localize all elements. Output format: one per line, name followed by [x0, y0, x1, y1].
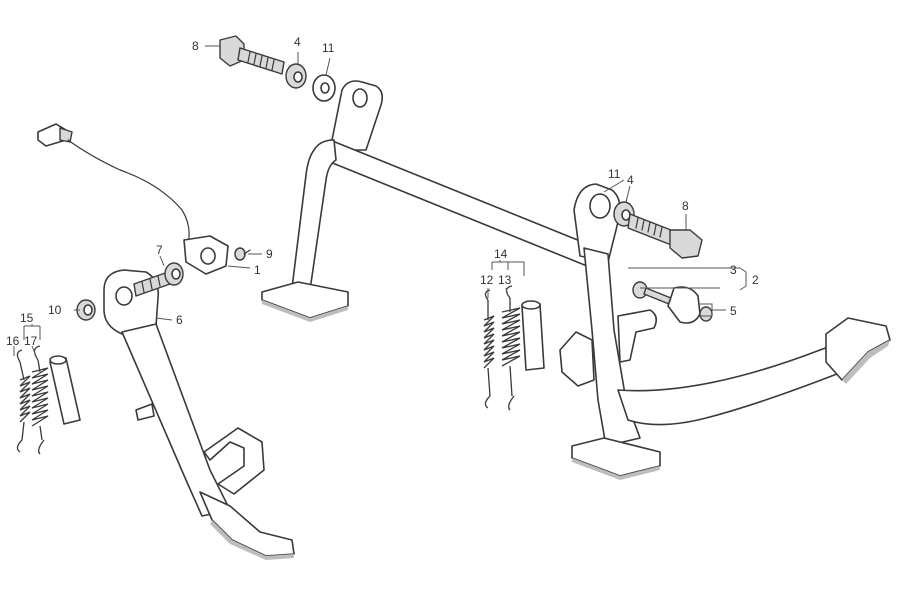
label-6: 6 [176, 313, 183, 327]
label-2: 2 [752, 273, 759, 287]
label-10: 10 [48, 303, 62, 317]
stand-pivot-bolt [632, 281, 713, 324]
label-16: 16 [6, 334, 20, 348]
label-4b: 4 [627, 173, 634, 187]
label-14: 14 [494, 247, 508, 261]
side-stand-springs [16, 345, 81, 455]
label-9: 9 [266, 247, 273, 261]
label-11b: 11 [608, 167, 621, 181]
leader-lines [13, 45, 747, 357]
label-15: 15 [20, 311, 34, 325]
center-stand-springs [483, 285, 545, 411]
upper-right-bolt [589, 193, 703, 259]
label-3: 3 [730, 263, 737, 277]
label-12: 12 [480, 273, 494, 287]
label-11a: 11 [322, 41, 335, 55]
center-stand [261, 80, 891, 480]
label-8b: 8 [682, 199, 689, 213]
label-8a: 8 [192, 39, 199, 53]
side-stand-switch [37, 123, 229, 275]
side-stand [103, 269, 295, 560]
upper-left-bolt [219, 35, 336, 102]
label-4a: 4 [294, 35, 301, 49]
label-5: 5 [730, 304, 737, 318]
label-13: 13 [498, 273, 512, 287]
part-labels: 8 4 11 11 4 8 7 9 1 10 6 15 16 17 14 12 … [6, 35, 759, 348]
side-stand-pivot [76, 247, 251, 321]
label-7: 7 [156, 243, 163, 257]
label-1: 1 [254, 263, 261, 277]
label-17: 17 [24, 334, 38, 348]
